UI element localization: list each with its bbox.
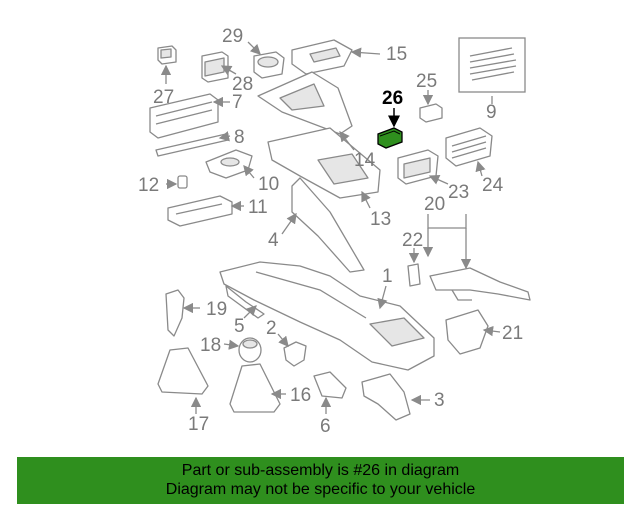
callout-8: 8 (234, 127, 245, 148)
info-banner: Part or sub-assembly is #26 in diagram D… (17, 457, 624, 504)
part-6-trim (313, 371, 347, 399)
callout-23: 23 (448, 182, 469, 203)
callout-26-highlighted: 26 (382, 88, 403, 109)
callout-labels: 29 28 27 7 8 10 12 11 15 14 13 4 26 25 9… (138, 26, 523, 437)
callout-27: 27 (153, 87, 174, 108)
info-banner-line-1: Part or sub-assembly is #26 in diagram (181, 462, 460, 479)
callout-1: 1 (382, 266, 393, 287)
part-16-shift-boot (229, 363, 281, 413)
callout-10: 10 (258, 174, 279, 195)
callout-7: 7 (232, 92, 243, 113)
part-7-panel (149, 93, 219, 139)
callout-14: 14 (354, 150, 376, 171)
part-20-handbrake (429, 267, 531, 301)
callout-24: 24 (482, 175, 504, 196)
part-2-bracket (283, 341, 307, 367)
part-22-bracket (407, 263, 421, 287)
part-14-trim (257, 71, 353, 135)
leader-lines (160, 41, 501, 414)
callout-6: 6 (320, 416, 331, 437)
callout-13: 13 (370, 209, 391, 230)
callout-11: 11 (248, 197, 268, 218)
callout-29: 29 (222, 26, 243, 47)
exploded-parts-diagram: 29 28 27 7 8 10 12 11 15 14 13 4 26 25 9… (138, 26, 531, 437)
callout-28: 28 (232, 74, 253, 95)
callout-12: 12 (138, 175, 159, 196)
part-18-knob (238, 337, 262, 363)
part-11-box (167, 195, 233, 227)
part-28-switch-block (201, 51, 229, 83)
callout-4: 4 (268, 230, 279, 251)
callout-17: 17 (188, 414, 209, 435)
callout-9: 9 (486, 102, 497, 123)
callout-15: 15 (386, 44, 407, 65)
part-26-highlighted (377, 127, 403, 149)
callout-21: 21 (502, 323, 523, 344)
part-12-clip (177, 175, 188, 189)
part-1-console (219, 261, 435, 371)
info-banner-line-2: Diagram may not be specific to your vehi… (165, 481, 476, 498)
callout-5: 5 (234, 316, 245, 337)
callout-20: 20 (424, 194, 445, 215)
part-3-bracket (361, 373, 411, 421)
part-24-vent (445, 127, 493, 167)
part-8-strip (155, 133, 229, 157)
part-21-cover (445, 309, 489, 355)
part-29-cup (253, 51, 285, 79)
part-27-switch (157, 45, 177, 65)
callout-16: 16 (290, 385, 311, 406)
part-15-bezel (291, 39, 353, 75)
part-25-small-box (419, 103, 443, 123)
part-17-shift-boot (157, 347, 209, 395)
part-13-inner-console (267, 127, 381, 199)
part-9-inset (458, 37, 526, 93)
callout-22: 22 (402, 230, 423, 251)
callout-19: 19 (206, 299, 227, 320)
part-19-shift-knob (165, 289, 185, 337)
callout-3: 3 (434, 390, 445, 411)
part-23-vent (397, 149, 439, 185)
part-10-bracket (205, 149, 253, 179)
callout-2: 2 (266, 318, 277, 339)
callout-25: 25 (416, 71, 437, 92)
callout-18: 18 (200, 335, 221, 356)
